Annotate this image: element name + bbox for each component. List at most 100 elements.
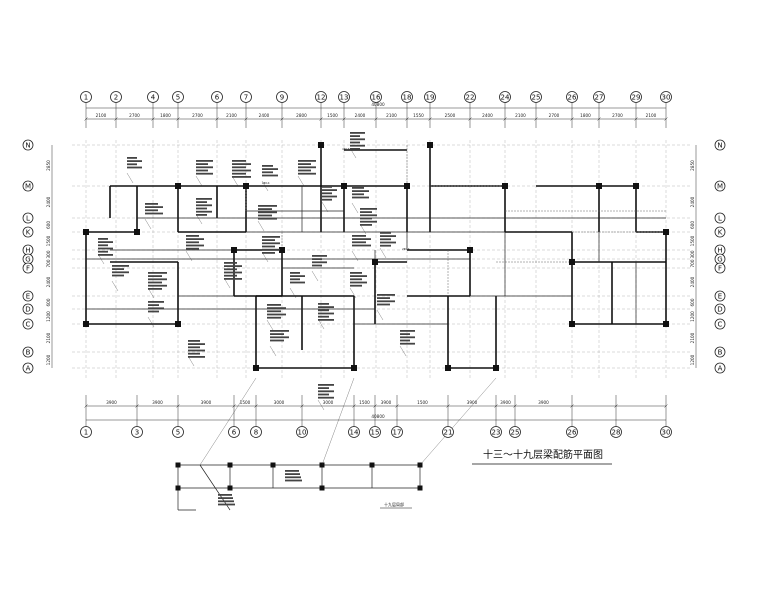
right-dimension: 2400: [690, 276, 695, 287]
bottom-dimension: 3900: [152, 400, 163, 405]
beam-annotation: [231, 160, 251, 187]
svg-text:28: 28: [612, 429, 621, 437]
svg-text:C: C: [26, 321, 31, 329]
beam-annotation: [126, 157, 142, 184]
axis-marker-right-F: F: [714, 262, 726, 274]
axis-marker-top-4: 4: [147, 91, 159, 128]
beam-annotation: [317, 384, 334, 411]
svg-text:G: G: [25, 256, 30, 264]
right-dimension: 1200: [690, 354, 695, 365]
left-dimension: 300: [46, 250, 51, 258]
axis-marker-right-H: H: [714, 244, 726, 256]
bottom-dimension: 3900: [106, 400, 117, 405]
top-dimension: 2700: [192, 113, 203, 118]
axis-marker-left-G: G: [22, 253, 34, 265]
svg-text:15: 15: [371, 429, 380, 437]
svg-text:30: 30: [662, 94, 671, 102]
axis-marker-left-A: A: [22, 362, 34, 374]
beam-annotation: [351, 187, 369, 214]
axis-marker-right-N: N: [714, 139, 726, 151]
walls: [83, 142, 669, 511]
axis-marker-top-18: 18: [401, 91, 413, 128]
svg-text:A: A: [26, 365, 31, 373]
bottom-dimension: 3000: [323, 400, 334, 405]
axis-marker-top-12: 12: [315, 91, 327, 128]
top-dimension: 1800: [160, 113, 171, 118]
svg-text:H: H: [25, 247, 30, 255]
svg-text:K: K: [718, 229, 723, 237]
svg-text:27: 27: [595, 94, 604, 102]
svg-text:13: 13: [340, 94, 349, 102]
svg-text:29: 29: [632, 94, 641, 102]
beam-annotation: [399, 330, 415, 357]
beam-annotation: [317, 303, 334, 330]
top-dimension: 2400: [482, 113, 493, 118]
axis-marker-top-5: 5: [172, 91, 184, 128]
axis-marker-left-B: B: [22, 346, 34, 358]
beam-annotation: [111, 265, 129, 292]
svg-text:24: 24: [501, 94, 510, 102]
left-dimension: 2400: [46, 196, 51, 207]
axis-marker-left-K: K: [22, 226, 34, 238]
top-total-dimension: 40800: [371, 102, 385, 107]
right-dimension: 300: [690, 250, 695, 258]
svg-text:10: 10: [298, 429, 307, 437]
svg-text:F: F: [26, 265, 30, 273]
axis-marker-top-2: 2: [110, 91, 122, 128]
bottom-dimension: 1500: [417, 400, 428, 405]
axis-marker-left-M: M: [22, 180, 34, 192]
svg-text:K: K: [26, 229, 31, 237]
axis-marker-bottom-30: 30: [660, 395, 672, 438]
axis-marker-bottom-28: 28: [610, 395, 622, 438]
svg-text:C: C: [718, 321, 723, 329]
axis-marker-left-C: C: [22, 318, 34, 330]
beam-annotation: [351, 235, 371, 262]
beam-annotation: [261, 236, 280, 263]
beam-annotation: [379, 232, 396, 259]
axis-marker-left-N: N: [22, 139, 34, 151]
top-dimension: 2500: [445, 113, 456, 118]
svg-text:30: 30: [662, 429, 671, 437]
axis-marker-top-9: 9: [276, 91, 288, 128]
svg-text:14: 14: [350, 429, 359, 437]
beam-annotation: [257, 205, 277, 232]
axis-marker-bottom-8: 8: [250, 395, 262, 438]
svg-text:2: 2: [114, 94, 118, 102]
axis-marker-top-26: 26: [566, 91, 578, 128]
axis-marker-top-30: 30: [660, 91, 672, 128]
svg-text:22: 22: [466, 94, 475, 102]
axis-marker-top-27: 27: [593, 91, 605, 128]
svg-text:N: N: [717, 142, 722, 150]
left-dimension: 700: [46, 259, 51, 267]
right-dimension: 600: [690, 221, 695, 229]
top-dimension: 2100: [96, 113, 107, 118]
left-dimension: 600: [46, 298, 51, 306]
axis-marker-top-6: 6: [211, 91, 223, 128]
svg-text:4: 4: [151, 94, 156, 102]
axis-marker-bottom-6: 6: [228, 395, 240, 438]
grid-lines: [72, 140, 690, 380]
left-dimension: 2400: [46, 276, 51, 287]
beam-annotation: [359, 208, 377, 235]
axis-marker-bottom-21: 21: [442, 395, 454, 438]
axis-marker-top-16: 16: [370, 91, 382, 128]
bottom-dimension: 3900: [381, 400, 392, 405]
bottom-dimension: 3900: [500, 400, 511, 405]
svg-text:M: M: [717, 183, 723, 191]
svg-text:F: F: [718, 265, 722, 273]
drawing-title: 十三～十九层梁配筋平面图: [483, 448, 603, 461]
top-dimension: 2100: [646, 113, 657, 118]
svg-text:6: 6: [215, 94, 220, 102]
beam-annotation: [349, 132, 365, 159]
beam-annotation: [376, 294, 395, 321]
svg-text:17: 17: [393, 429, 402, 437]
svg-text:26: 26: [568, 94, 577, 102]
axis-marker-top-13: 13: [338, 91, 350, 128]
svg-text:1: 1: [84, 94, 88, 102]
bottom-total-dimension: 40800: [371, 414, 385, 419]
svg-text:19: 19: [426, 94, 435, 102]
svg-text:21: 21: [444, 429, 453, 437]
top-dimension: 2100: [386, 113, 397, 118]
top-dimension: 2400: [259, 113, 270, 118]
svg-text:1: 1: [84, 429, 88, 437]
